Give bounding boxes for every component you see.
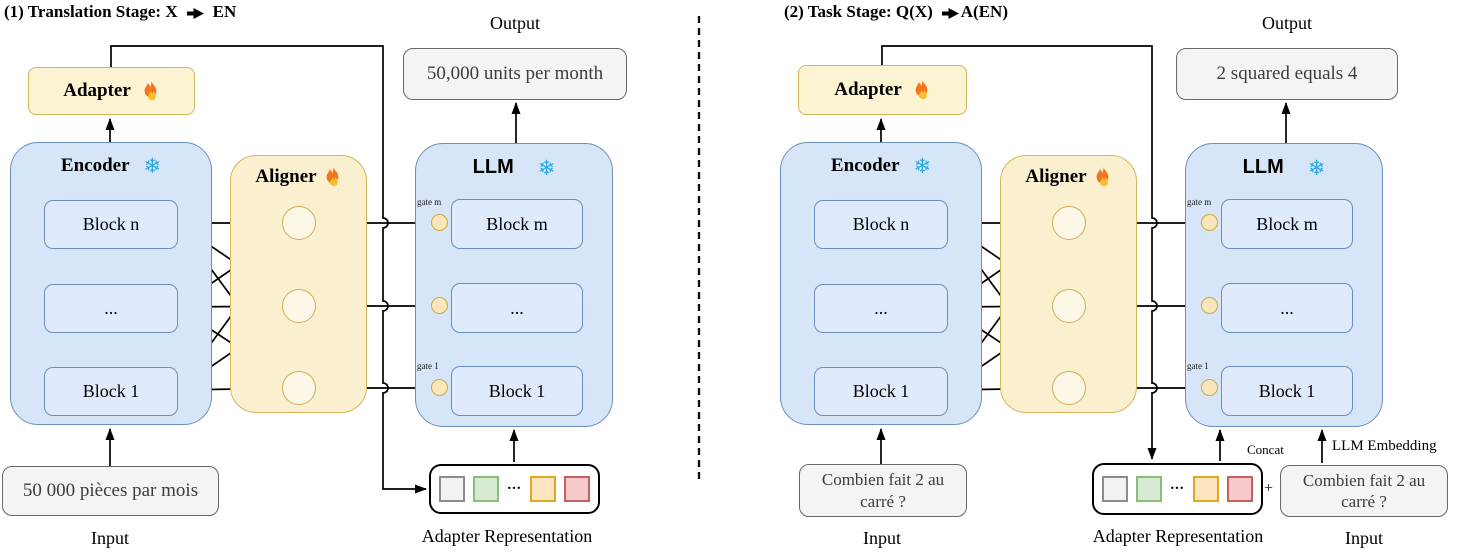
flame-icon: [915, 79, 928, 99]
snowflake-icon: ❄: [1307, 155, 1326, 180]
title-text-post: A(EN): [960, 2, 1008, 21]
aligner-node: [1052, 289, 1086, 323]
encoder-header: Encoder ❄: [11, 155, 211, 177]
flame-icon: [1096, 166, 1108, 186]
llm-header: LLM ❄: [1186, 156, 1382, 179]
encoder-box: Encoder ❄ Block n ... Block 1: [10, 142, 212, 425]
input-label: Input: [863, 528, 901, 548]
rep-square-red: [563, 476, 590, 502]
encoder-label: Encoder: [60, 155, 130, 176]
encoder-block-n: Block n: [814, 200, 948, 249]
llm-block-m: Block m: [451, 199, 583, 249]
rep-square-red: [1226, 476, 1253, 502]
flame-icon: [144, 80, 157, 100]
aligner-node: [1052, 371, 1086, 405]
aligner-box: Aligner: [230, 155, 367, 413]
encoder-box: Encoder ❄ Block n ... Block 1: [780, 142, 982, 425]
plus-sign: +: [1264, 480, 1274, 497]
llm-label: LLM: [472, 156, 514, 178]
gate: [431, 297, 448, 314]
llm-embedding-label: LLM Embedding: [1332, 438, 1437, 454]
adapter-representation-box: ...: [1092, 463, 1263, 515]
output-box: 50,000 units per month: [403, 48, 627, 100]
rep-square-orange: [1192, 476, 1219, 502]
aligner-header: Aligner: [231, 166, 366, 188]
aligner-box: Aligner: [1000, 155, 1137, 413]
gate-1-label: gate 1: [1187, 361, 1209, 371]
gate: [1201, 379, 1218, 396]
encoder-block-dots: ...: [44, 284, 178, 333]
input-label: Input: [91, 528, 129, 548]
encoder-header: Encoder ❄: [781, 155, 981, 177]
aligner-node: [282, 206, 316, 240]
llm-block-1: Block 1: [1221, 366, 1353, 416]
gate: [431, 214, 448, 231]
adapter-loop-line: [110, 45, 427, 494]
translation-stage-panel: (1) Translation Stage: X EN Output 50,00…: [2, 2, 627, 548]
input-box: Combien fait 2 au carré ?: [799, 464, 967, 517]
encoder-block-1: Block 1: [44, 367, 178, 416]
flame-icon: [326, 166, 338, 186]
rep-dots: ...: [507, 477, 522, 493]
panel-title: (2) Task Stage: Q(X) A(EN): [784, 2, 1008, 22]
llm-block-dots: ...: [451, 283, 583, 333]
concat-label: Concat: [1247, 442, 1284, 457]
aligner-label: Aligner: [255, 166, 317, 187]
aligner-header: Aligner: [1001, 166, 1136, 188]
rep-square-green: [473, 476, 500, 502]
llm-block-dots: ...: [1221, 283, 1353, 333]
adapter-box: Adapter: [28, 67, 195, 115]
llm-label: LLM: [1242, 156, 1284, 178]
rep-dots: ...: [1170, 477, 1185, 493]
input2-label: Input: [1345, 528, 1383, 548]
adapter-representation-box: ...: [429, 464, 600, 514]
snowflake-icon: ❄: [913, 154, 932, 178]
encoder-block-1: Block 1: [814, 367, 948, 416]
output-label: Output: [1261, 13, 1312, 33]
gate-m-label: gate m: [1187, 197, 1212, 207]
aligner-node: [282, 371, 316, 405]
encoder-block-n: Block n: [44, 200, 178, 249]
adapter-box: Adapter: [798, 65, 967, 115]
output-box: 2 squared equals 4: [1176, 48, 1398, 100]
rep-square-green: [1136, 476, 1163, 502]
llm-box: LLM ❄ Block m ... Block 1: [1185, 143, 1383, 427]
adapter-label: Adapter: [63, 80, 131, 101]
input-box: 50 000 pièces par mois: [2, 466, 219, 516]
aligner-node: [1052, 206, 1086, 240]
panel-title: (1) Translation Stage: X EN: [4, 2, 236, 22]
llm-box: LLM ❄ Block m ... Block 1: [415, 143, 613, 427]
adapter-representation-label: Adapter Representation: [1092, 526, 1264, 546]
title-text-pre: (1) Translation Stage: X: [4, 2, 178, 21]
input2-box: Combien fait 2 au carré ?: [1280, 465, 1448, 517]
gate: [1201, 214, 1218, 231]
rep-square-orange: [529, 476, 556, 502]
aligner-node: [282, 289, 316, 323]
output-label: Output: [489, 13, 540, 33]
title-text-post: EN: [212, 2, 237, 21]
task-stage-panel: (2) Task Stage: Q(X) A(EN) Output 2 squa…: [770, 0, 1464, 552]
gate: [431, 379, 448, 396]
encoder-label: Encoder: [830, 155, 900, 176]
snowflake-icon: ❄: [143, 154, 162, 178]
aligner-label: Aligner: [1025, 166, 1087, 187]
rep-square-gray: [439, 476, 466, 502]
gate-m-label: gate m: [417, 197, 442, 207]
title-text-pre: (2) Task Stage: Q(X): [784, 2, 933, 21]
encoder-block-dots: ...: [814, 284, 948, 333]
llm-block-1: Block 1: [451, 366, 583, 416]
gate: [1201, 297, 1218, 314]
adapter-label: Adapter: [834, 79, 902, 100]
llm-block-m: Block m: [1221, 199, 1353, 249]
gate-1-label: gate 1: [417, 361, 439, 371]
right-arrow-icon: [186, 7, 204, 19]
right-arrow-icon: [941, 7, 959, 19]
adapter-representation-label: Adapter Representation: [421, 526, 593, 546]
llm-header: LLM ❄: [416, 156, 612, 179]
rep-square-gray: [1102, 476, 1129, 502]
snowflake-icon: ❄: [537, 155, 556, 180]
